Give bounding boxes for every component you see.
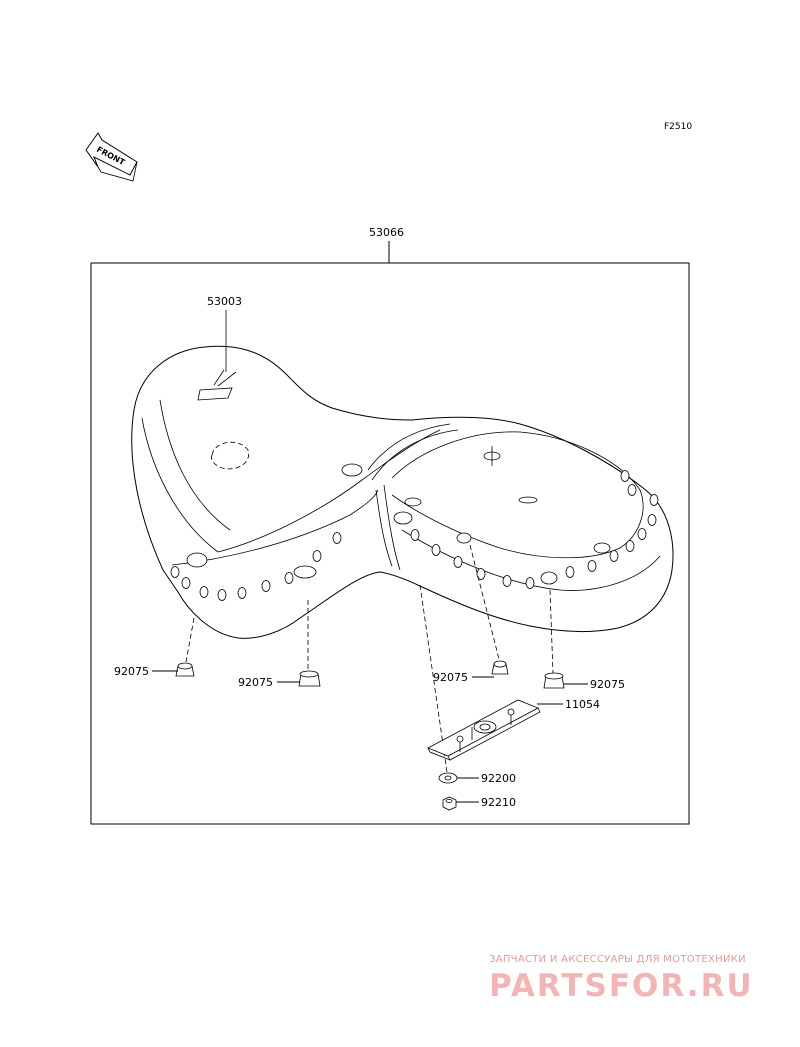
damper-rear-right-label: 92075	[590, 678, 625, 691]
concho-stud	[237, 587, 247, 599]
concho-stud	[625, 540, 635, 552]
washer-label: 92200	[481, 772, 516, 785]
concho-stud	[170, 566, 180, 578]
damper-front-label: 92075	[238, 676, 273, 689]
concho-stud	[181, 577, 191, 589]
concho-stud	[217, 589, 227, 601]
concho-stud	[647, 514, 657, 526]
damper-icon	[175, 662, 195, 677]
concho-stud	[332, 532, 342, 544]
concho-stud	[312, 550, 322, 562]
damper-icon	[298, 670, 321, 687]
concho-stud	[525, 577, 535, 589]
concho-stud	[649, 494, 659, 506]
damper-icon	[543, 672, 565, 689]
damper-rear-left-label: 92075	[114, 665, 149, 678]
concho-stud	[620, 470, 630, 482]
concho-stud	[502, 575, 512, 587]
concho-stud	[587, 560, 597, 572]
diagram-code: F2510	[664, 122, 692, 132]
bracket-icon	[427, 699, 541, 761]
nut-label: 92210	[481, 796, 516, 809]
bracket-label: 11054	[565, 698, 600, 711]
nut-icon	[442, 796, 457, 811]
concho-stud	[453, 556, 463, 568]
concho-stud	[199, 586, 209, 598]
front-arrow-icon: FRONT	[85, 132, 138, 182]
concho-stud	[565, 566, 575, 578]
concho-stud	[627, 484, 637, 496]
assembly-frame	[90, 262, 690, 825]
concho-stud	[609, 550, 619, 562]
watermark-tagline: ЗАПЧАСТИ И АКСЕССУАРЫ ДЛЯ МОТОТЕХНИКИ	[489, 954, 746, 965]
seat	[131, 345, 674, 639]
damper-mid-label: 92075	[433, 671, 468, 684]
concho-stud	[261, 580, 271, 592]
assembly-label: 53066	[369, 226, 404, 239]
washer-icon	[438, 772, 458, 784]
concho-stud	[476, 568, 486, 580]
seat-studs	[170, 470, 659, 601]
damper-icon	[491, 660, 509, 675]
concho-stud	[637, 528, 647, 540]
concho-stud	[410, 529, 420, 541]
concho-stud	[431, 544, 441, 556]
front-label: FRONT	[95, 145, 127, 168]
concho-stud	[284, 572, 294, 584]
seat-cover-label: 53003	[207, 295, 242, 308]
watermark-brand: PARTSFOR.RU	[489, 968, 754, 1004]
